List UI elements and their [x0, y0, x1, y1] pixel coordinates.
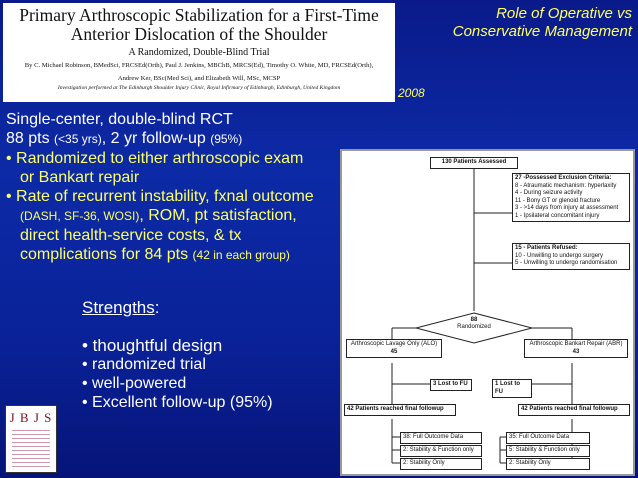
bullet-outcomes-cont1: (DASH, SF-36, WOSI), ROM, pt satisfactio… — [20, 207, 297, 224]
assessed-box: 130 Patients Assessed — [430, 157, 518, 169]
jbjs-journal-logo: J B J S — [5, 405, 57, 473]
paper-title-line1: Primary Arthroscopic Stabilization for a… — [19, 5, 379, 25]
bullet-outcomes: • Rate of recurrent instability, fxnal o… — [6, 188, 314, 205]
alo-box: Arthroscopic Lavage Only (ALO) 45 — [346, 339, 442, 358]
jbjs-logo-stripes — [12, 430, 50, 470]
role-line1: Role of Operative vs — [496, 5, 632, 22]
flowchart-connectors — [391, 169, 573, 464]
alo-stability-only: 2: Stability Only — [400, 458, 482, 470]
refused-box: 15 - Patients Refused: 10 - Unwilling to… — [512, 243, 630, 270]
abr-stability-only: 2: Stability Only — [506, 458, 590, 470]
paper-header-image: Primary Arthroscopic Stabilization for a… — [3, 3, 395, 102]
consort-flowchart: 130 Patients Assessed 27 -Possessed Excl… — [340, 149, 635, 476]
strength-item: • randomized trial — [82, 356, 206, 373]
study-summary: Single-center, double-blind RCT 88 pts (… — [6, 110, 351, 265]
bullet-outcomes-cont3: complications for 84 pts (42 in each gro… — [20, 246, 290, 263]
paper-subtitle: A Randomized, Double-Blind Trial — [128, 47, 270, 58]
bullet-randomized-cont: or Bankart repair — [20, 169, 140, 186]
strength-item: • Excellent follow-up (95%) — [82, 394, 273, 411]
jbjs-logo-text: J B J S — [9, 410, 53, 425]
bullet-randomized: • Randomized to either arthroscopic exam — [6, 150, 304, 167]
summary-line1: Single-center, double-blind RCT — [6, 111, 233, 128]
lost-alo-box: 3 Lost to FU — [430, 379, 472, 391]
summary-line2: 88 pts (<35 yrs), 2 yr follow-up (95%) — [6, 130, 243, 147]
paper-title-line2: Anterior Dislocation of the Shoulder — [70, 24, 328, 44]
paper-authors-1: By C. Michael Robinson, BMedSci, FRCSEd(… — [24, 62, 374, 69]
role-line2: Conservative Management — [452, 23, 632, 40]
slide-title: Role of Operative vs Conservative Manage… — [453, 5, 632, 41]
exclusion-box: 27 -Possessed Exclusion Criteria: 8 - At… — [512, 173, 630, 222]
abr-stability-function: 5: Stability & Function only — [506, 445, 590, 457]
abr-full-data: 35: Full Outcome Data — [506, 432, 590, 444]
paper-authors-2: Andrew Ker, BSc(Med Sci), and Elizabeth … — [117, 74, 281, 82]
alo-full-data: 38: Full Outcome Data — [400, 432, 482, 444]
strengths-heading: Strengths: — [82, 298, 160, 317]
bullet-outcomes-cont2: direct health-service costs, & tx — [20, 227, 242, 244]
strengths-list: • thoughtful design • randomized trial •… — [82, 336, 273, 412]
randomized-diamond: 88 Randomized — [457, 317, 491, 330]
strength-item: • well-powered — [82, 375, 187, 392]
abr-box: Arthroscopic Bankart Repair (ABR) 43 — [524, 339, 628, 358]
strength-item: • thoughtful design — [82, 336, 223, 355]
lost-abr-box: 1 Lost to FU — [492, 379, 532, 398]
final-alo-box: 42 Patients reached final followup — [344, 404, 456, 416]
alo-stability-function: 2: Stability & Function only — [400, 445, 482, 457]
year-label: 2008 — [398, 86, 425, 100]
paper-institution: Investigation performed at The Edinburgh… — [57, 85, 341, 91]
final-abr-box: 42 Patients reached final followup — [518, 404, 630, 416]
